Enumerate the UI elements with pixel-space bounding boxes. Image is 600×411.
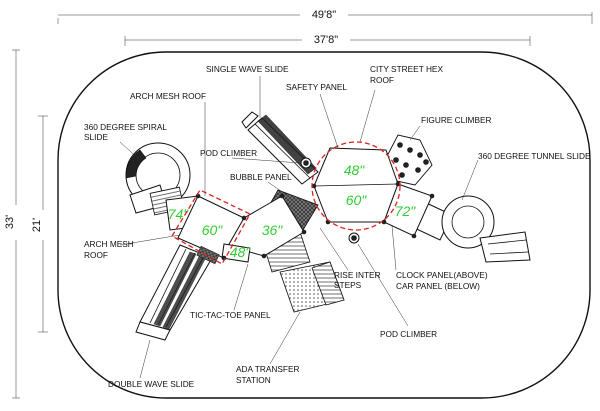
svg-text:36": 36" [262, 222, 284, 238]
svg-text:48": 48" [344, 162, 366, 178]
double-wave-slide [135, 244, 213, 341]
svg-text:60": 60" [346, 192, 368, 208]
svg-text:72": 72" [395, 203, 417, 219]
pod-climber-top-symbol [300, 157, 312, 169]
ada-transfer-station-label-2: STATION [236, 375, 271, 385]
dimension-play-width: 37'8" [124, 34, 531, 46]
rise-inter-steps-label: RISE INTER [334, 270, 381, 280]
deck-left: 60" [177, 195, 245, 265]
ada-transfer-station-label: ADA TRANSFER [236, 364, 299, 374]
single-wave-slide [241, 111, 319, 185]
svg-text:48": 48" [230, 244, 252, 260]
arch-mesh-roof-left-label-2: ROOF [84, 250, 108, 260]
pod-climber-bottom-symbol [348, 232, 360, 244]
arch-mesh-roof-left-label: ARCH MESH [84, 239, 134, 249]
dimension-overall-width: 49'8" [57, 9, 593, 24]
deck-step: 48" [221, 243, 252, 263]
city-street-hex-roof-label-2: ROOF [370, 75, 394, 85]
double-wave-slide-label: DOUBLE WAVE SLIDE [108, 379, 195, 389]
dimension-overall-depth: 33' [4, 49, 20, 399]
hex-deck: 48" 60" [313, 147, 399, 223]
use-zone-boundary [57, 51, 591, 399]
arch-mesh-roof-top-label: ARCH MESH ROOF [130, 91, 206, 101]
clock-panel-label: CLOCK PANEL(ABOVE) [396, 270, 488, 280]
play-width-label: 37'8" [314, 34, 338, 46]
spiral-slide-label: 360 DEGREE SPIRAL [84, 122, 167, 132]
figure-climber-label: FIGURE CLIMBER [421, 115, 492, 125]
rise-inter-steps-label-2: STEPS [334, 280, 362, 290]
arch-mesh-roof-outline [171, 189, 251, 265]
ada-transfer-station [261, 231, 345, 313]
bubble-panel-label: BUBBLE PANEL [230, 172, 292, 182]
svg-text:74": 74" [168, 206, 190, 222]
deck-middle: 36" [227, 195, 305, 257]
tic-tac-toe-panel-label: TIC-TAC-TOE PANEL [190, 310, 271, 320]
hex-roof-outline [311, 141, 401, 231]
clock-panel-label-2: CAR PANEL (BELOW) [396, 281, 480, 291]
overall-width-label: 49'8" [312, 9, 336, 21]
tunnel-slide-label: 360 DEGREE TUNNEL SLIDE [478, 151, 591, 161]
pod-climber-top-label: POD CLIMBER [200, 148, 257, 158]
leader-lines [119, 76, 479, 379]
city-street-hex-roof-label: CITY STREET HEX [370, 64, 443, 74]
spiral-slide-label-2: SLIDE [84, 132, 108, 142]
deck-right: 72" [383, 183, 433, 237]
single-wave-slide-label: SINGLE WAVE SLIDE [206, 64, 289, 74]
figure-climber [384, 134, 433, 186]
svg-text:60": 60" [202, 222, 224, 238]
pod-climber-bottom-label: POD CLIMBER [380, 329, 437, 339]
overall-depth-label: 33' [4, 215, 16, 229]
safety-panel-label: SAFETY PANEL [286, 82, 347, 92]
play-depth-label: 21' [31, 218, 43, 232]
dimension-play-depth: 21' [31, 115, 48, 333]
tunnel-slide [407, 195, 531, 263]
